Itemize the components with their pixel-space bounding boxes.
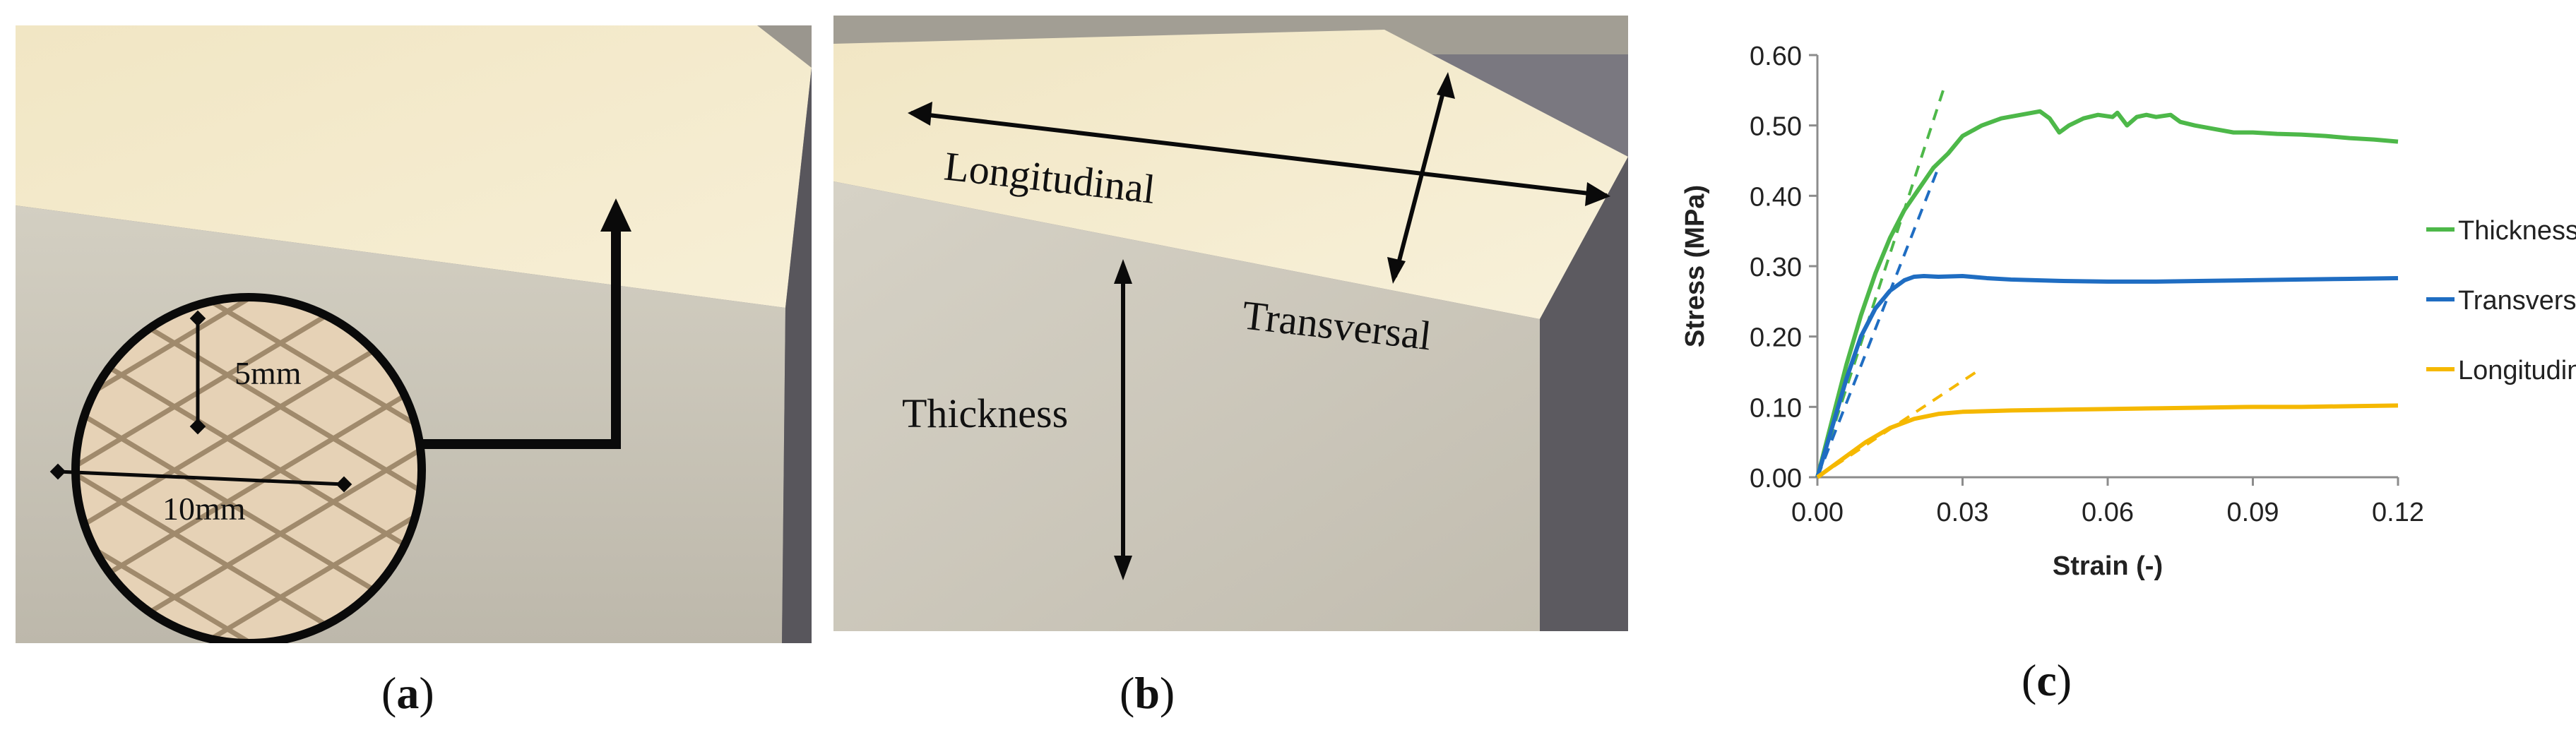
- series-line-longitudinal: [1816, 403, 2399, 479]
- transversal-arrow: [1393, 78, 1449, 277]
- callout-arrow-head: [600, 198, 631, 232]
- x-tick-label: 0.00: [1791, 498, 1844, 527]
- y-tick-label: 0.60: [1750, 42, 1802, 71]
- y-axis-title: Stress (MPa): [1680, 185, 1710, 347]
- y-tick-label: 0.40: [1750, 182, 1802, 212]
- y-tick-label: 0.10: [1750, 393, 1802, 423]
- label-5mm: 5mm: [235, 355, 302, 391]
- caption-c: (c): [2022, 655, 2072, 705]
- x-axis-title: Strain (-): [2053, 551, 2163, 581]
- panel-b-photo: Longitudinal Transversal Thickness: [833, 16, 1628, 631]
- x-tick-label: 0.03: [1937, 498, 1989, 527]
- x-tick-label: 0.06: [2082, 498, 2134, 527]
- legend-label-longitudinal: Longitudinal: [2458, 356, 2576, 385]
- callout-arrow: [422, 223, 621, 449]
- x-tick-label: 0.12: [2372, 498, 2424, 527]
- dimension-line-10mm: [57, 469, 345, 486]
- tangent-line-transversal: [1816, 167, 1940, 478]
- legend-label-transversal: Transversal: [2458, 286, 2576, 316]
- longitudinal-arrow: [910, 111, 1608, 198]
- y-tick-label: 0.20: [1750, 323, 1802, 353]
- tangent-line-longitudinal: [1816, 366, 1983, 479]
- legend-label-thickness: Thickness: [2458, 216, 2576, 246]
- series-line-thickness: [1815, 109, 2399, 478]
- x-tick-label: 0.09: [2227, 498, 2279, 527]
- series-line-transversal: [1815, 273, 2399, 478]
- y-tick-label: 0.00: [1750, 464, 1802, 493]
- caption-a: (a): [381, 668, 434, 718]
- magnified-cell-view: [76, 297, 422, 643]
- label-10mm: 10mm: [162, 491, 246, 527]
- label-thickness: Thickness: [902, 390, 1068, 436]
- magnifier-circle: [71, 293, 426, 643]
- caption-b: (b): [1120, 668, 1175, 718]
- panel-a-photo: 5mm 10mm: [16, 25, 812, 643]
- stress-strain-chart: 0.00 0.10 0.20 0.30 0.40 0.50 0.60 0.00 0.03 0.06…: [1674, 14, 2576, 635]
- y-tick-label: 0.30: [1750, 253, 1802, 282]
- y-tick-label: 0.50: [1750, 112, 1802, 142]
